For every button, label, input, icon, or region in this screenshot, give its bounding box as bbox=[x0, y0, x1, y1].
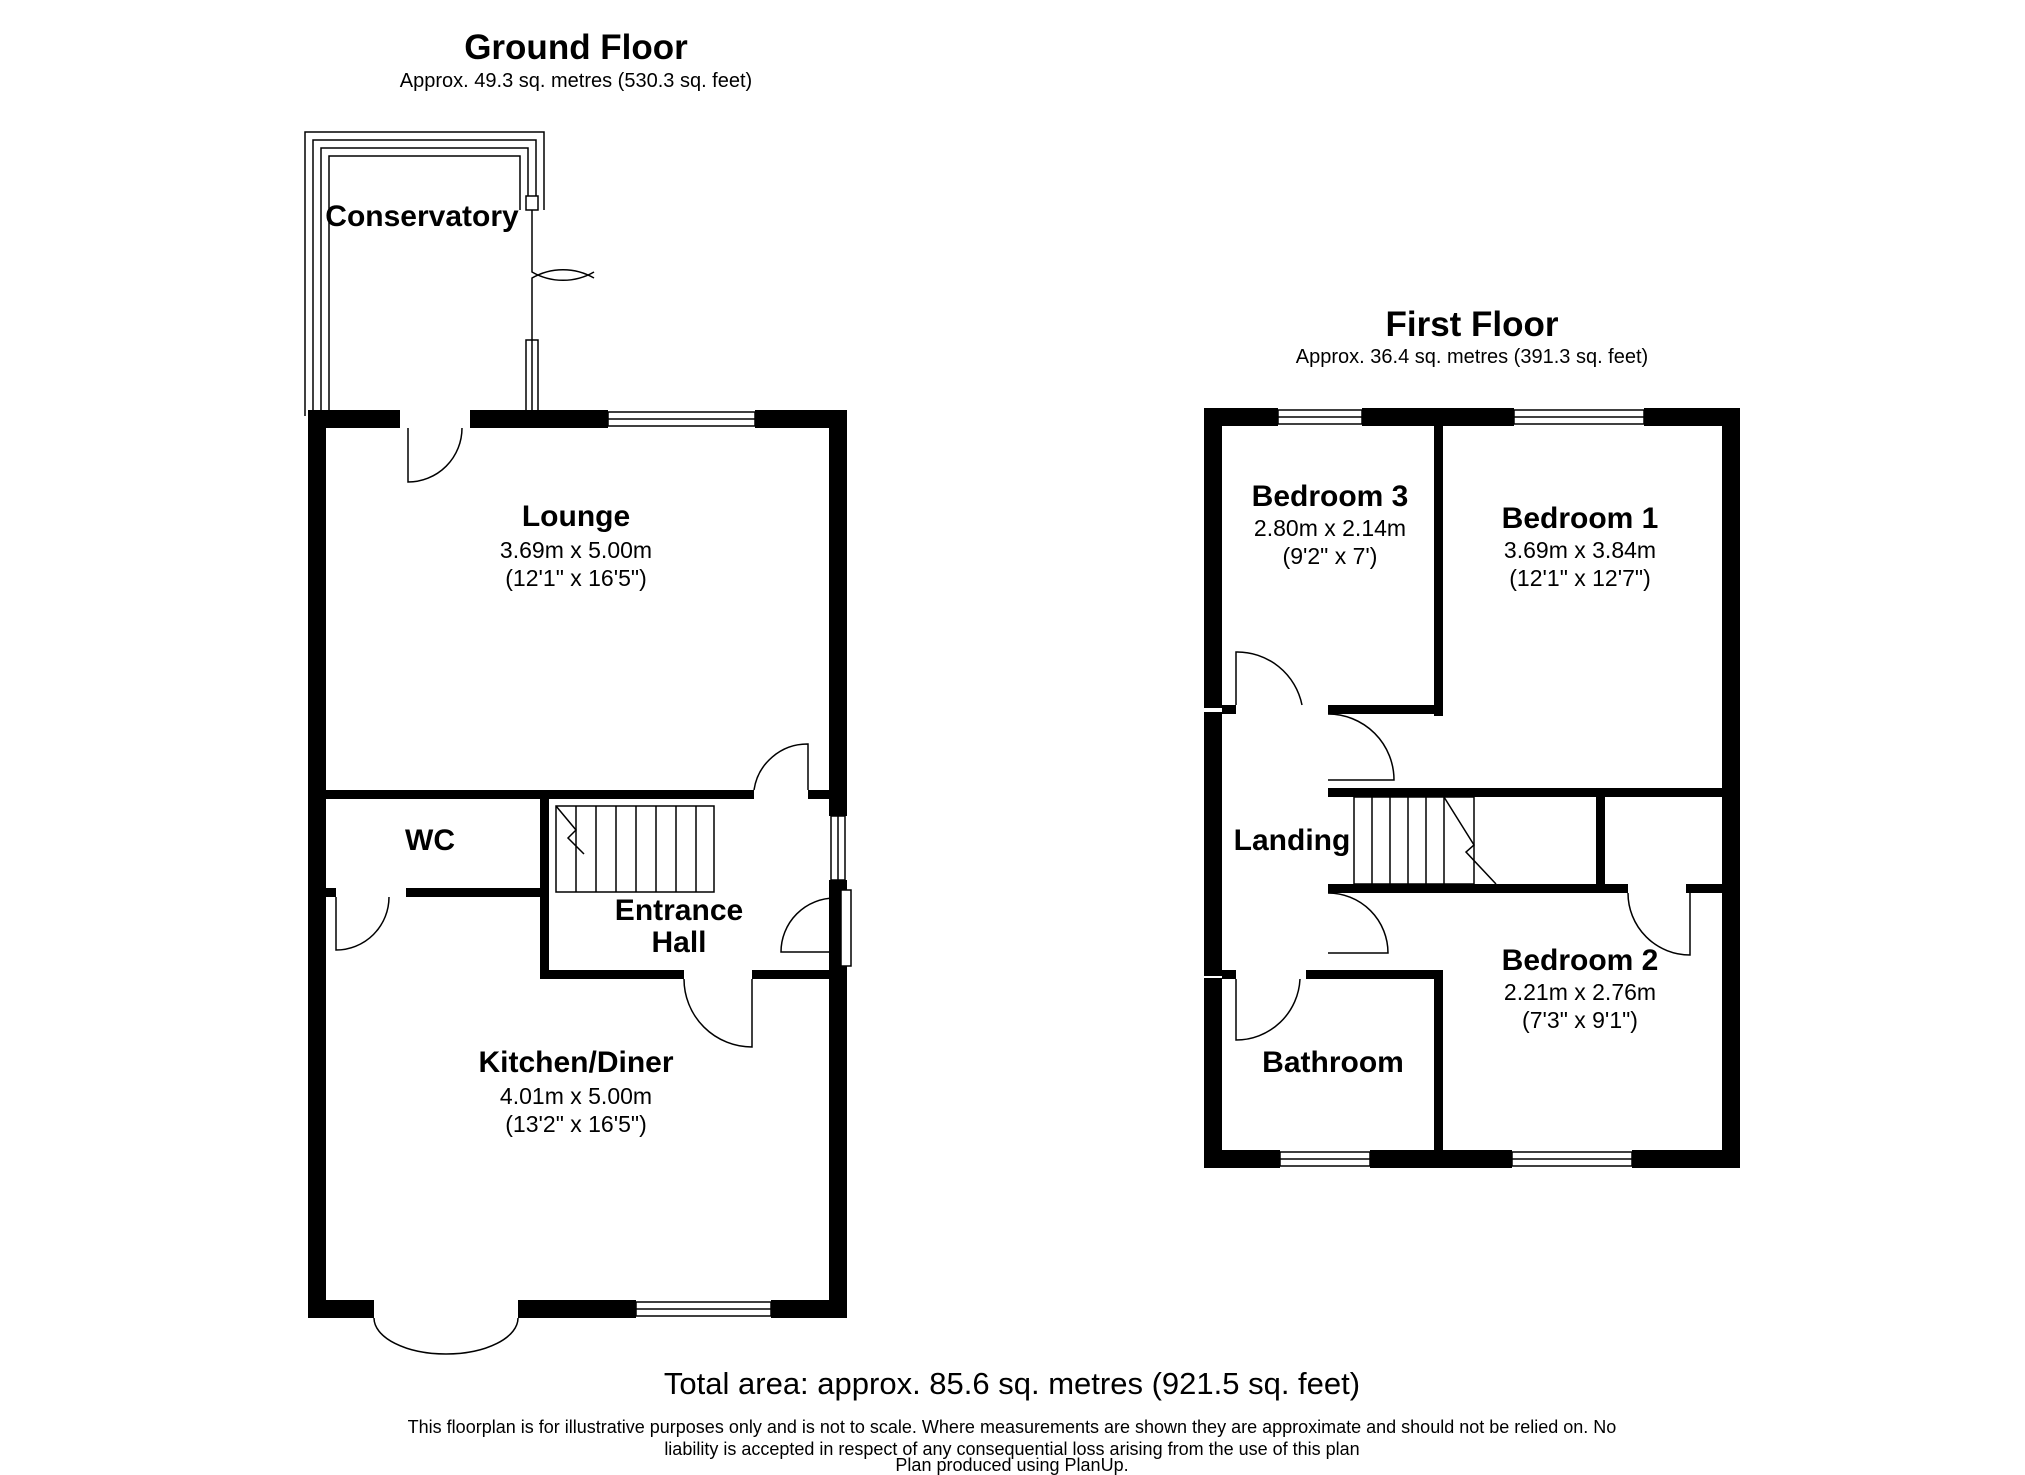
first-floor-walls bbox=[1204, 408, 1740, 1168]
first-floor-plan bbox=[1204, 408, 1740, 1168]
conservatory-label: Conservatory bbox=[325, 200, 519, 233]
bedroom2-imperial: (7'3" x 9'1") bbox=[1522, 1007, 1638, 1033]
kitchen-diner-label: Kitchen/Diner bbox=[478, 1046, 674, 1079]
bedroom2-label: Bedroom 2 bbox=[1501, 944, 1659, 977]
first-floor-title: First Floor bbox=[1385, 305, 1559, 344]
bedroom3-metric: 2.80m x 2.14m bbox=[1253, 515, 1407, 541]
ground-floor-walls bbox=[308, 410, 847, 1318]
disclaimer-line1: This floorplan is for illustrative purpo… bbox=[407, 1417, 1617, 1437]
first-floor-windows bbox=[1277, 409, 1645, 1167]
conservatory-frame bbox=[304, 131, 595, 416]
lounge-label: Lounge bbox=[521, 500, 631, 533]
ground-floor-doors bbox=[335, 427, 836, 1048]
bedroom1-metric: 3.69m x 3.84m bbox=[1503, 537, 1657, 563]
bedroom1-imperial: (12'1" x 12'7") bbox=[1509, 565, 1651, 591]
ground-floor-area: Approx. 49.3 sq. metres (530.3 sq. feet) bbox=[399, 70, 753, 92]
bedroom1-label: Bedroom 1 bbox=[1501, 502, 1659, 535]
bedroom2-metric: 2.21m x 2.76m bbox=[1503, 979, 1657, 1005]
entrance-hall-label-line1: Entrance bbox=[614, 894, 744, 927]
ground-floor-stairs bbox=[555, 805, 715, 893]
ground-floor-windows bbox=[607, 411, 852, 1317]
bay-window bbox=[373, 1317, 519, 1355]
bedroom3-imperial: (9'2" x 7') bbox=[1282, 543, 1378, 569]
kitchen-diner-imperial: (13'2" x 16'5") bbox=[505, 1111, 647, 1137]
lounge-metric: 3.69m x 5.00m bbox=[499, 537, 653, 563]
lounge-imperial: (12'1" x 16'5") bbox=[505, 565, 647, 591]
total-area: Total area: approx. 85.6 sq. metres (921… bbox=[663, 1366, 1361, 1401]
bathroom-label: Bathroom bbox=[1262, 1046, 1404, 1079]
disclaimer-line2: liability is accepted in respect of any … bbox=[664, 1439, 1360, 1459]
wc-label: WC bbox=[405, 824, 455, 857]
plan-credit: Plan produced using PlanUp. bbox=[895, 1455, 1129, 1475]
ground-floor-plan bbox=[304, 131, 852, 1355]
entrance-hall-label-line2: Hall bbox=[651, 926, 707, 959]
kitchen-diner-metric: 4.01m x 5.00m bbox=[499, 1083, 653, 1109]
landing-label: Landing bbox=[1233, 824, 1351, 857]
first-floor-area: Approx. 36.4 sq. metres (391.3 sq. feet) bbox=[1295, 346, 1649, 368]
bedroom3-label: Bedroom 3 bbox=[1251, 480, 1409, 513]
first-floor-stairs bbox=[1353, 796, 1497, 885]
ground-floor-title: Ground Floor bbox=[464, 28, 688, 67]
first-floor-doors bbox=[1235, 651, 1691, 1041]
